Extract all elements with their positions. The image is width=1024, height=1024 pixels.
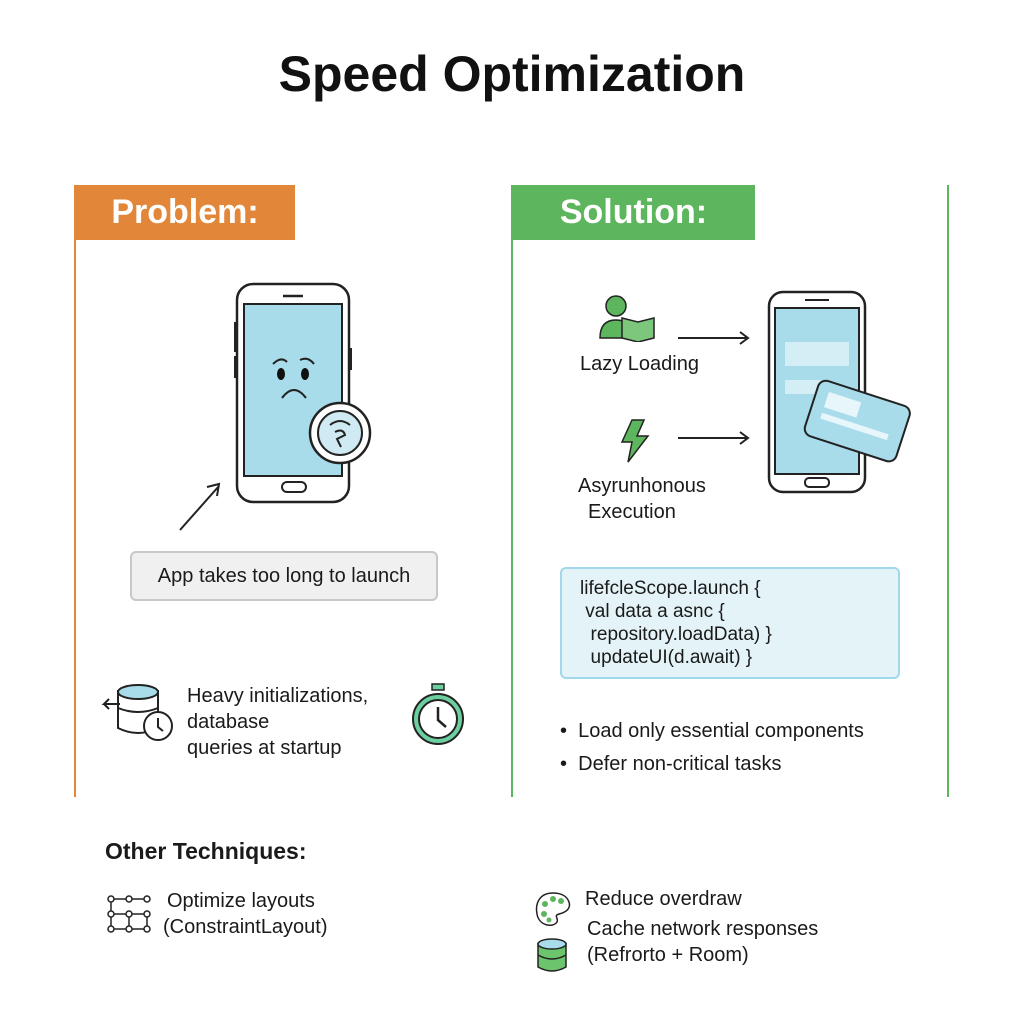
arrow-icon: [678, 431, 750, 445]
palette-icon: [535, 892, 571, 927]
code-snippet: lifefcleScope.launch { val data a asnc {…: [560, 567, 900, 679]
technique-line: Cache network responses: [587, 918, 819, 940]
bullet-text: Load only essential components: [578, 720, 864, 742]
code-line: lifefcleScope.launch {: [580, 578, 761, 599]
lightning-icon: [620, 419, 650, 463]
bullet-item: • Defer non-critical tasks: [560, 753, 782, 775]
code-line: val data a asnc {: [580, 601, 725, 622]
technique-overdraw: Reduce overdraw: [585, 888, 742, 910]
fast-phone-icon: [767, 290, 911, 494]
technique-cache: Cache network responses (Refrorto + Room…: [587, 916, 818, 968]
solution-divider-right: [947, 185, 949, 797]
bullet-item: • Load only essential components: [560, 720, 864, 742]
technique-line: (Refrorto + Room): [587, 944, 749, 966]
technique-layouts: Optimize layouts (ConstraintLayout): [163, 888, 328, 940]
technique-line: (ConstraintLayout): [163, 916, 328, 938]
async-line: Execution: [588, 501, 676, 523]
problem-badge: App takes too long to launch: [130, 551, 438, 601]
problem-divider: [74, 185, 76, 797]
stopwatch-icon: [412, 683, 464, 745]
database-clock-icon: [101, 684, 173, 741]
async-label: Asyrunhonous Execution: [578, 473, 706, 525]
sad-phone-icon: [234, 282, 372, 504]
code-line: repository.loadData) }: [580, 624, 772, 645]
detail-line: queries at startup: [187, 737, 342, 759]
detail-line: Heavy initializations,: [187, 685, 369, 707]
solution-divider-left: [511, 185, 513, 797]
page-title: Speed Optimization: [278, 46, 746, 102]
person-reading-icon: [599, 295, 655, 342]
problem-header: Problem:: [75, 185, 295, 240]
solution-header: Solution:: [512, 185, 755, 240]
code-line: updateUI(d.await) }: [580, 647, 753, 668]
solution-bullets: • Load only essential components • Defer…: [560, 715, 864, 781]
layout-grid-icon: [107, 895, 151, 933]
other-heading: Other Techniques:: [105, 838, 307, 864]
problem-detail: Heavy initializations, database queries …: [187, 683, 368, 761]
detail-line: database: [187, 711, 270, 733]
database-icon: [537, 938, 567, 972]
async-line: Asyrunhonous: [578, 475, 706, 497]
bullet-text: Defer non-critical tasks: [578, 753, 782, 775]
lazy-loading-label: Lazy Loading: [580, 353, 699, 375]
arrow-icon: [179, 482, 221, 531]
arrow-icon: [678, 331, 750, 345]
technique-line: Optimize layouts: [167, 890, 315, 912]
